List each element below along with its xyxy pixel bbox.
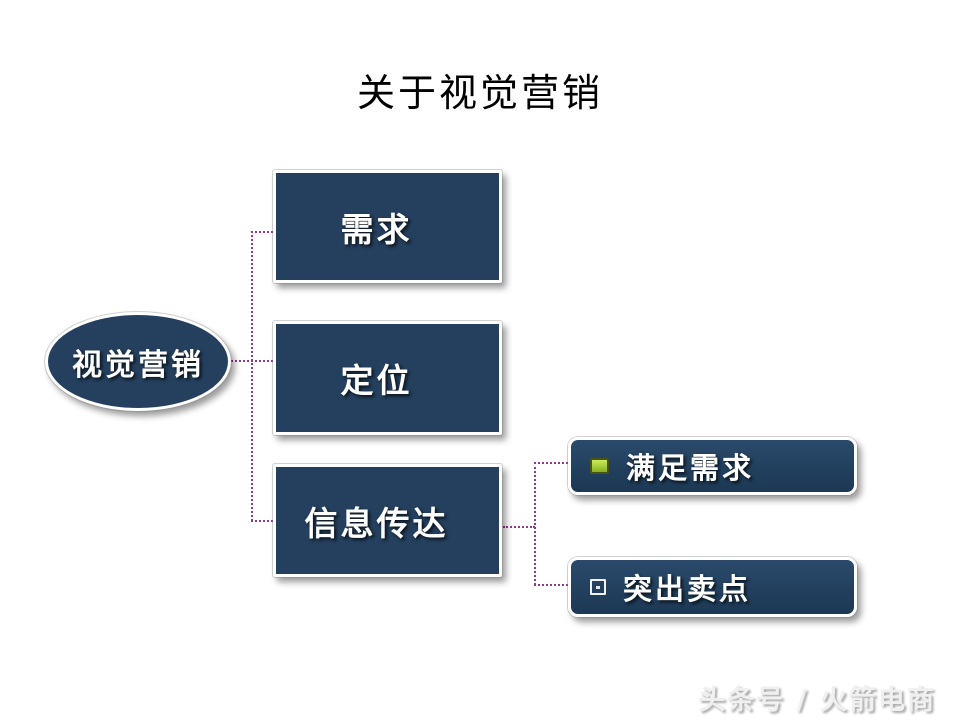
slide-title: 关于视觉营销 [356,71,603,115]
connector-right-vertical [534,462,536,585]
branch-box-demand: 需求 [273,170,502,283]
branch-box-label: 定位 [340,361,413,400]
filled-green-square-bullet-icon [590,458,609,474]
branch-box-positioning: 定位 [273,321,502,435]
watermark-text: 头条号 / 火箭电商 [698,685,936,716]
connector-branch1-stub [251,231,273,233]
sub-box-satisfy-demand: 满足需求 [568,437,857,495]
connector-branch3-out-stub [503,526,535,528]
connector-sub1-stub [534,462,568,464]
sub-box-label: 突出卖点 [623,572,752,606]
connector-branch3-stub [251,520,273,522]
branch-box-label: 需求 [340,209,413,249]
root-node-label: 视觉营销 [72,347,204,383]
hollow-square-bullet-icon [590,579,606,595]
branch-box-information-delivery: 信息传达 [273,464,502,577]
branch-box-label: 信息传达 [304,503,449,543]
root-node-visual-marketing: 视觉营销 [45,312,231,411]
connector-sub2-stub [534,584,568,586]
connector-left-vertical [251,231,253,521]
sub-box-highlight-selling-points: 突出卖点 [568,557,857,617]
sub-box-label: 满足需求 [626,451,755,485]
